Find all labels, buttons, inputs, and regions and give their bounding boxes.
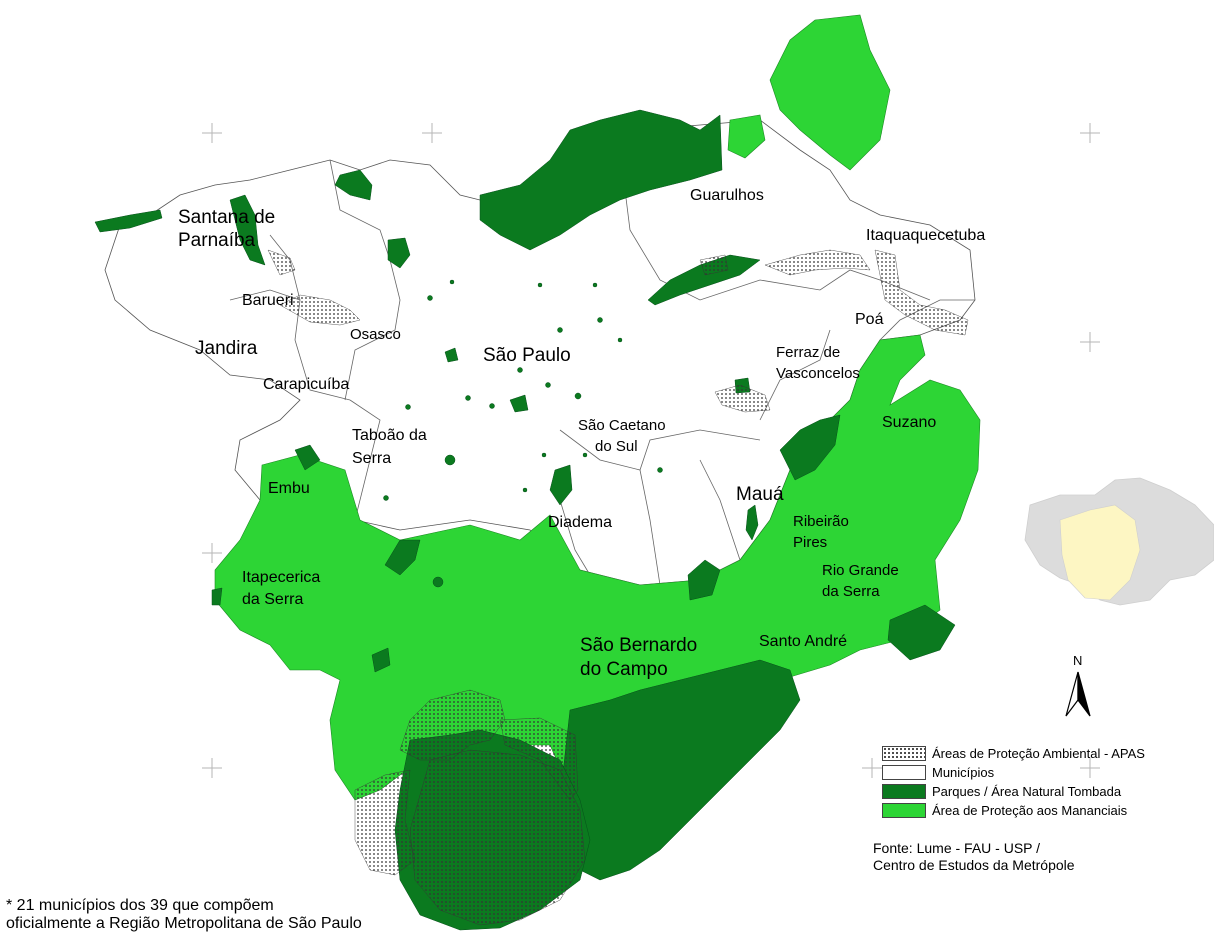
map-legend: Áreas de Proteção Ambiental - APAS Munic… [882,744,1145,820]
label-ribeirao: Ribeirão [793,513,849,530]
label-itapecerica-2: da Serra [242,591,304,608]
label-osasco: Osasco [350,326,401,343]
legend-swatch-municipios [882,765,926,780]
label-ferraz: Ferraz de [776,344,841,361]
label-poa: Poá [855,311,884,328]
label-rio-grande: Rio Grande [822,562,899,579]
legend-item-mananciais: Área de Proteção aos Mananciais [882,801,1145,820]
label-itaquaquecetuba: Itaquaquecetuba [866,227,986,244]
legend-item-municipios: Municípios [882,763,1145,782]
legend-swatch-mananciais [882,803,926,818]
label-jandira: Jandira [195,338,258,359]
source-line-1: Fonte: Lume - FAU - USP / [873,840,1041,856]
mananciais-areas [214,14,981,801]
legend-label-apa: Áreas de Proteção Ambiental - APAS [932,746,1145,761]
label-rio-grande-2: da Serra [822,583,880,600]
label-guarulhos: Guarulhos [690,187,764,204]
label-carapicuiba: Carapicuíba [263,376,350,393]
label-taboao-2: Serra [352,450,392,467]
apa-areas [267,249,969,926]
footnote-line-2: oficialmente a Região Metropolitana de S… [6,915,362,933]
legend-item-parques: Parques / Área Natural Tombada [882,782,1145,801]
label-sbc: São Bernardo [580,635,698,656]
legend-label-municipios: Municípios [932,765,995,780]
label-diadema: Diadema [548,514,613,531]
label-santo-andre: Santo André [759,633,848,650]
north-arrow-icon [1065,671,1091,717]
footnote-line-1: * 21 municípios dos 39 que compõem [6,897,274,914]
label-sao-caetano-2: do Sul [595,438,638,455]
label-maua: Mauá [736,484,784,505]
label-suzano: Suzano [882,414,937,431]
label-itapecerica: Itapecerica [242,569,321,586]
legend-swatch-parques [882,784,926,799]
label-sbc-2: do Campo [580,659,668,680]
legend-label-parques: Parques / Área Natural Tombada [932,784,1122,799]
label-ferraz-2: Vasconcelos [776,365,860,382]
label-sao-paulo: São Paulo [483,345,571,366]
label-santana-2: Parnaíba [178,230,256,251]
north-arrow-label: N [1073,653,1083,668]
locator-map [1024,477,1214,606]
source-line-2: Centro de Estudos da Metrópole [873,856,1075,873]
legend-item-apa: Áreas de Proteção Ambiental - APAS [882,744,1145,763]
footnote: * 21 municípios dos 39 que compõem ofici… [6,897,362,934]
label-taboao: Taboão da [352,427,427,444]
label-ribeirao-2: Pires [793,534,828,551]
label-santana: Santana de [178,207,276,228]
legend-swatch-apa [882,746,926,761]
label-barueri: Barueri [242,292,294,309]
map-source: Fonte: Lume - FAU - USP / Centro de Estu… [873,840,1075,874]
legend-label-mananciais: Área de Proteção aos Mananciais [932,803,1128,818]
label-sao-caetano: São Caetano [578,417,666,434]
label-embu: Embu [268,480,310,497]
